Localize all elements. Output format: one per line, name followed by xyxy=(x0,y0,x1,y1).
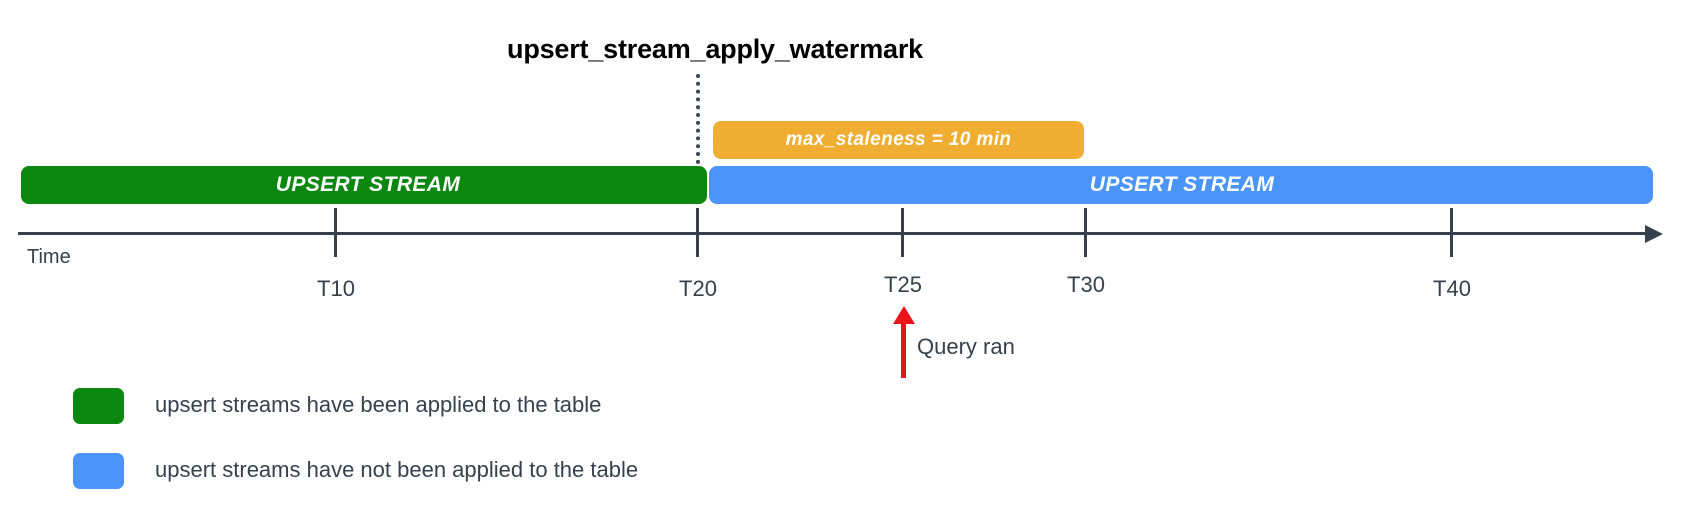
watermark-dotted-line xyxy=(696,74,700,203)
axis-tick-t10 xyxy=(334,208,337,257)
legend-label-applied: upsert streams have been applied to the … xyxy=(155,392,602,417)
axis-tick-label-t25: T25 xyxy=(884,272,922,297)
upsert-stream-pending-label: UPSERT STREAM xyxy=(1089,173,1275,196)
upsert-stream-applied-bar: UPSERT STREAM xyxy=(21,166,707,204)
legend-swatch-applied xyxy=(73,388,124,424)
upsert-stream-pending-bar: UPSERT STREAM xyxy=(709,166,1653,204)
max-staleness-bar: max_staleness = 10 min xyxy=(713,121,1084,159)
query-ran-arrow-shaft xyxy=(901,320,906,378)
axis-tick-t20 xyxy=(696,208,699,257)
legend-label-pending: upsert streams have not been applied to … xyxy=(155,457,639,482)
axis-tick-label-t10: T10 xyxy=(317,276,355,301)
axis-tick-label-t30: T30 xyxy=(1067,272,1105,297)
time-axis-label: Time xyxy=(27,246,71,268)
upsert-stream-applied-label: UPSERT STREAM xyxy=(275,173,461,196)
axis-tick-label-t20: T20 xyxy=(679,276,717,301)
query-ran-label: Query ran xyxy=(917,334,1015,359)
axis-tick-t25 xyxy=(901,208,904,257)
axis-tick-t30 xyxy=(1084,208,1087,257)
axis-tick-label-t40: T40 xyxy=(1433,276,1471,301)
time-axis-arrow-icon xyxy=(1645,225,1663,243)
legend-swatch-pending xyxy=(73,453,124,489)
query-ran-arrow-icon xyxy=(893,306,915,324)
time-axis-line xyxy=(18,232,1658,235)
diagram-title: upsert_stream_apply_watermark xyxy=(507,34,923,64)
axis-tick-t40 xyxy=(1450,208,1453,257)
max-staleness-label: max_staleness = 10 min xyxy=(785,129,1012,150)
